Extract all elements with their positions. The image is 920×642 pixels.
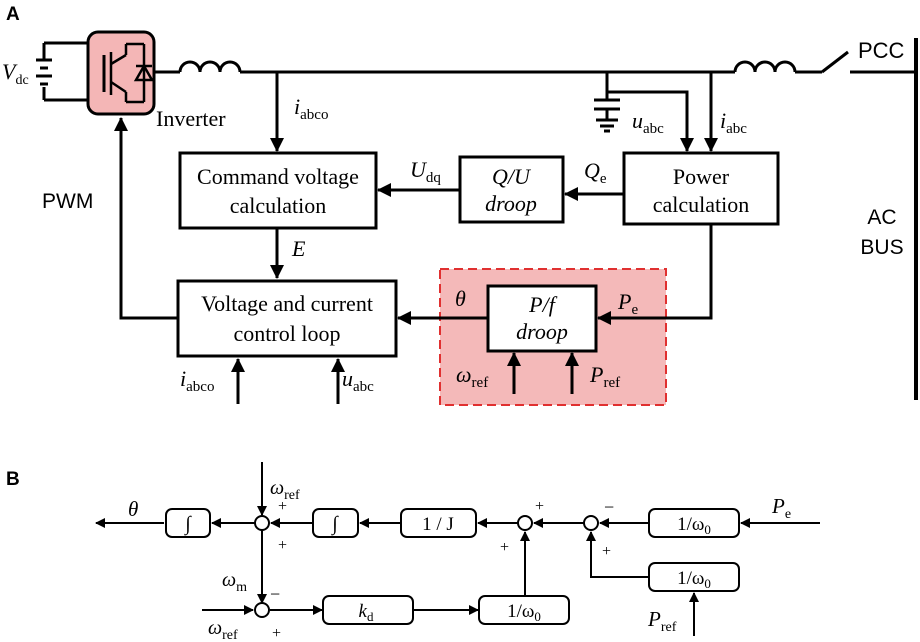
udq-label: Udq	[410, 157, 441, 186]
power-calc-block	[622, 151, 780, 226]
inv-w0-3-label: 1/ω0	[507, 601, 541, 624]
integrator-2-label: ∫	[330, 513, 339, 536]
pref-label-b: Pref	[647, 607, 677, 635]
filter-capacitor	[594, 72, 620, 133]
ac-bus-label-1: AC	[867, 206, 896, 229]
u-abc-label: uabc	[632, 108, 664, 137]
sum1-plus-right: +	[278, 537, 287, 554]
dc-source	[36, 41, 88, 102]
theta-label-a: θ	[455, 286, 466, 311]
pe-label: Pe	[617, 289, 638, 318]
sum-junction-2	[517, 515, 533, 531]
vc-loop-label-1: Voltage and current	[201, 291, 373, 316]
pwm-label: PWM	[42, 190, 93, 213]
panel-a-label: A	[6, 4, 20, 25]
pf-droop-block	[486, 284, 598, 353]
vc-loop-block	[176, 279, 398, 358]
omega-ref-bottom-label: ωref	[208, 617, 238, 642]
inverter-label: Inverter	[156, 106, 226, 131]
pe-label-b: Pe	[771, 494, 791, 522]
pf-droop-label-1: P/f	[528, 292, 558, 317]
integrator-2-block	[312, 508, 359, 538]
pf-droop-label-2: droop	[516, 319, 568, 344]
sum4-plus: +	[272, 625, 281, 642]
sum-junction-4	[254, 602, 270, 618]
sum-junction-1	[254, 515, 270, 531]
command-voltage-label-2: calculation	[230, 193, 327, 218]
inv-w0-2-label: 1/ω0	[677, 568, 711, 591]
i-abco-label: iabco	[294, 94, 328, 123]
command-voltage-label-1: Command voltage	[197, 164, 359, 189]
omega-ref-label-a: ωref	[456, 362, 488, 391]
e-label: E	[291, 236, 306, 261]
pwm-arrow	[114, 117, 178, 320]
u-abc-arrow	[607, 90, 694, 152]
power-calc-label-1: Power	[673, 164, 730, 189]
qu-droop-block	[458, 155, 565, 224]
sum2-plus-bottom: +	[500, 539, 509, 556]
sum1-plus-top: +	[278, 498, 287, 515]
qe-label: Qe	[584, 158, 607, 187]
qu-droop-label-2: droop	[485, 191, 537, 216]
sum-junction-3	[583, 515, 599, 531]
pcc-label: PCC	[858, 38, 905, 63]
inv-j-label: 1 / J	[422, 514, 454, 535]
u-abc-in-label: uabc	[342, 366, 374, 395]
integrator-1-label: ∫	[183, 513, 192, 536]
sum2-plus-right: +	[535, 498, 544, 515]
panel-b-label: B	[6, 469, 20, 490]
ac-bus-label-2: BUS	[860, 236, 903, 259]
qu-droop-label-1: Q/U	[492, 164, 532, 189]
i-abc-label: iabc	[720, 108, 747, 137]
sum3-minus: −	[604, 497, 614, 517]
invw0-2-to-sum3	[586, 531, 649, 578]
inv-j-block	[400, 508, 477, 538]
sum3-plus: +	[602, 543, 611, 560]
kd-label: kd	[359, 601, 374, 624]
main-ac-line	[154, 50, 916, 74]
omega-m-label: ωm	[222, 569, 247, 595]
vc-loop-label-2: control loop	[234, 321, 341, 346]
omega-ref-top-label: ωref	[270, 477, 300, 503]
p-ref-label-a: Pref	[589, 362, 620, 391]
i-abco-in-label: iabco	[180, 366, 214, 395]
vdc-label: Vdc	[2, 59, 29, 88]
inv-w0-1-label: 1/ω0	[677, 514, 711, 537]
integrator-1-block	[165, 508, 211, 538]
inv-w0-1-block	[648, 508, 740, 538]
power-calc-label-2: calculation	[653, 192, 750, 217]
sum4-minus: −	[270, 584, 280, 604]
pe-arrow	[597, 224, 713, 325]
inverter-icon	[86, 30, 156, 116]
theta-label-b: θ	[128, 497, 138, 521]
command-voltage-block	[178, 151, 378, 230]
